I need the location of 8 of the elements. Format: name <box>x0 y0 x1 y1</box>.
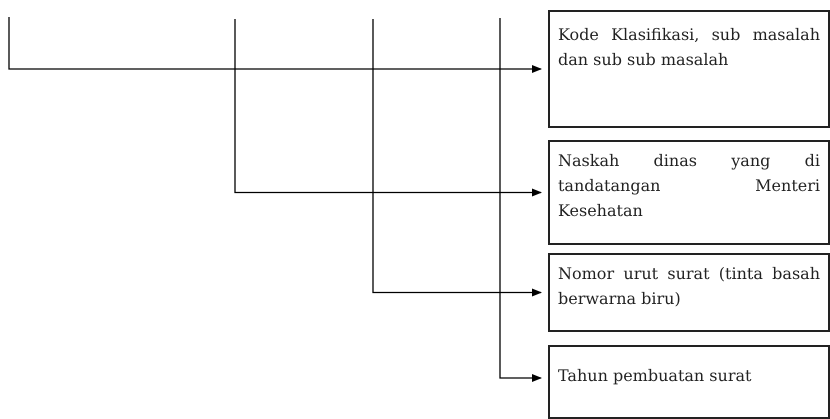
text-box: Nomor urut surat (tinta basah berwarna biru) <box>548 253 830 332</box>
arrow <box>499 18 542 382</box>
arrow <box>8 17 542 73</box>
arrow <box>234 19 542 196</box>
text-box: Naskah dinas yang di tandatangan Menteri Kesehatan <box>548 140 830 245</box>
text-box: Kode Klasifikasi, sub masalah dan sub sub masalah <box>548 10 830 128</box>
arrow <box>372 19 542 296</box>
text-box: Tahun pembuatan surat <box>548 345 830 419</box>
